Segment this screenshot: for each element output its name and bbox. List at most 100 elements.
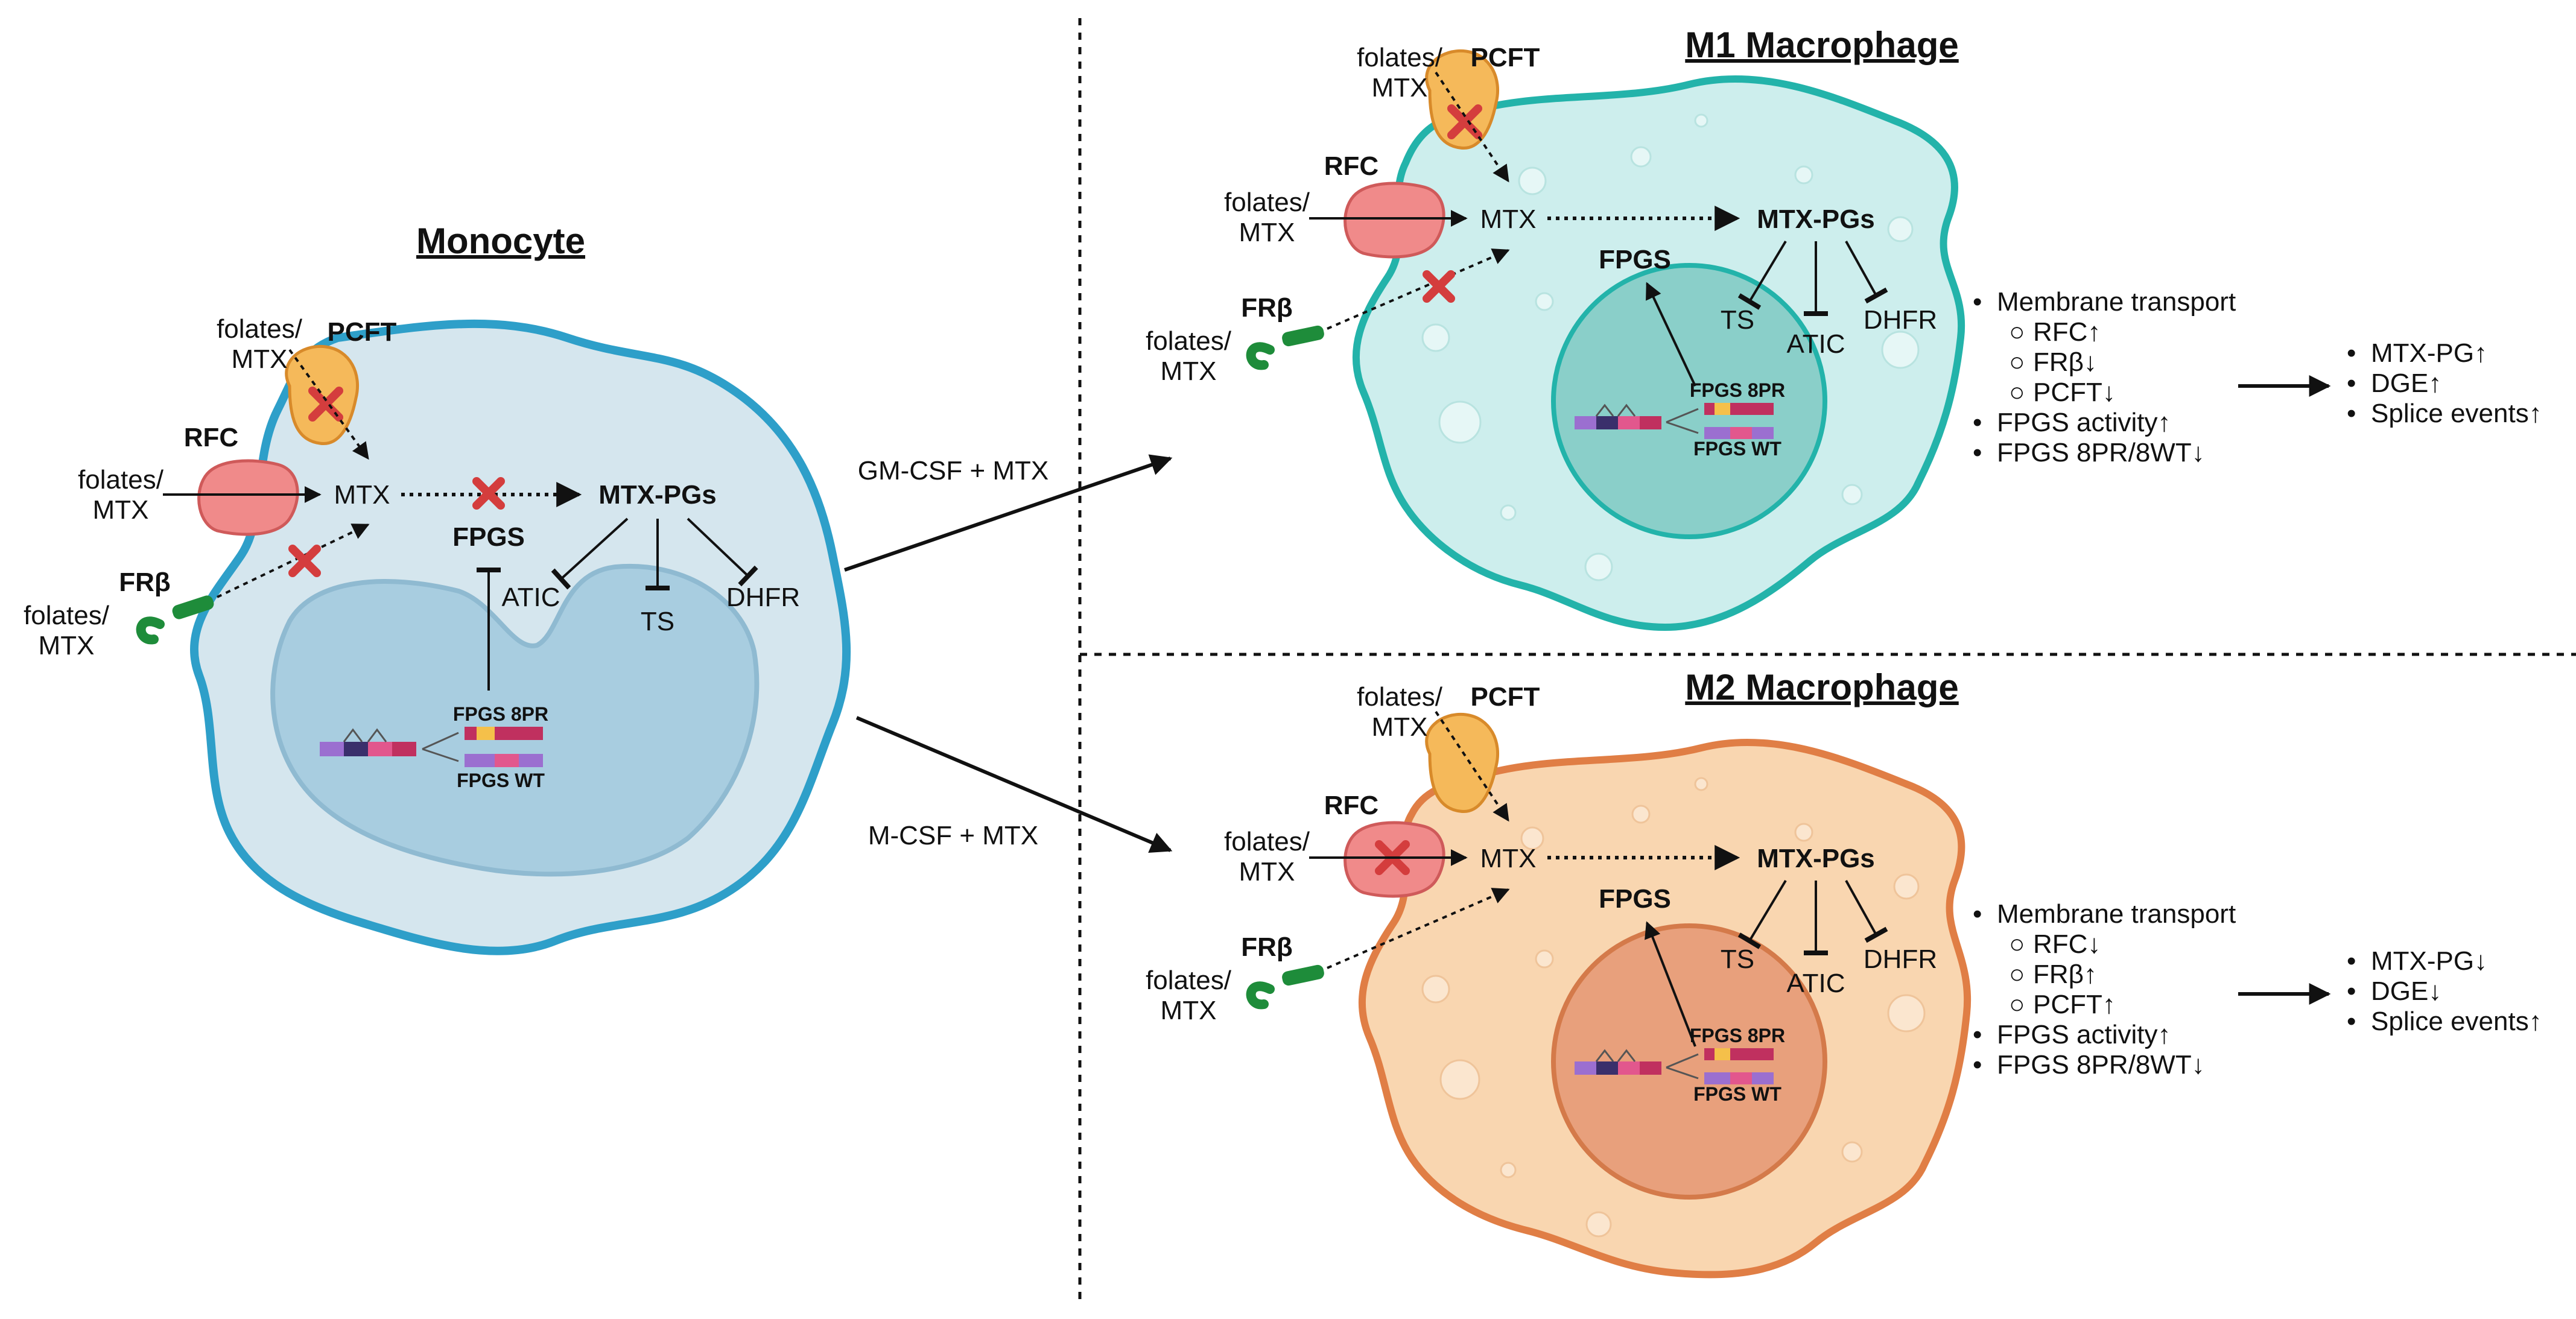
fpgs-8pr-label: FPGS 8PR xyxy=(1690,1025,1785,1046)
fr-beta-influx-arrow xyxy=(217,523,370,598)
mtx-label: MTX xyxy=(1161,996,1217,1025)
m2-summary-list: •Membrane transport○RFC↓○FRβ↑○PCFT↑•FPGS… xyxy=(1973,899,2236,1080)
dhfr-label: DHFR xyxy=(1864,305,1937,335)
ts-inhibition xyxy=(1737,240,1787,310)
fr-beta-influx-arrow xyxy=(1327,248,1510,330)
mtx-label: MTX xyxy=(1372,712,1428,742)
summary-bullet-item: FPGS 8PR/8WT↓ xyxy=(1997,1050,2205,1080)
gm-csf-arrow xyxy=(844,454,1173,572)
gene-exon-icon xyxy=(1575,403,1774,439)
monocyte-title: Monocyte xyxy=(416,221,585,261)
pcft-label: PCFT xyxy=(1471,682,1540,712)
mtx-label: MTX xyxy=(1161,356,1217,386)
summary-bullet-item: RFC↓ xyxy=(2033,929,2101,959)
summary-bullet-item: RFC↑ xyxy=(2033,317,2101,347)
m-csf-arrow xyxy=(855,716,1173,853)
bullet-icon: • xyxy=(1973,1020,1982,1049)
pcft-influx-arrow xyxy=(288,349,369,460)
gene-exon-icon xyxy=(320,727,543,767)
inhibition-x-icon xyxy=(288,545,321,577)
outcome-bullet-item: DGE↑ xyxy=(2371,368,2441,398)
m1-pcft-transporter xyxy=(1425,49,1500,150)
monocyte-fr-beta-receptor xyxy=(136,595,214,645)
ts-label: TS xyxy=(641,607,674,636)
m1-rfc-transporter xyxy=(1344,182,1445,259)
fpgs-wt-label: FPGS WT xyxy=(457,770,545,791)
folates-label: folates/ xyxy=(1224,827,1310,856)
outcome-bullet-item: MTX-PG↓ xyxy=(2371,946,2487,976)
bullet-icon: • xyxy=(2347,338,2356,368)
summary-bullet-item: PCFT↑ xyxy=(2033,990,2116,1019)
bullet-icon: • xyxy=(1973,1050,1982,1080)
transporter-rfc-icon xyxy=(1344,182,1445,259)
pcft-label: PCFT xyxy=(1471,43,1540,72)
atic-label: ATIC xyxy=(502,583,560,612)
rfc-label: RFC xyxy=(184,423,238,452)
mtx-label: MTX xyxy=(39,631,95,660)
rfc-label: RFC xyxy=(1324,151,1378,181)
sub-bullet-icon: ○ xyxy=(2009,990,2025,1019)
pcft-label: PCFT xyxy=(328,317,397,347)
monocyte-rfc-transporter xyxy=(197,459,299,536)
fpgs-8pr-label: FPGS 8PR xyxy=(1690,379,1785,401)
dhfr-inhibition xyxy=(1845,241,1888,304)
transporter-rfc-icon xyxy=(197,459,299,536)
bullet-icon: • xyxy=(1973,287,1982,317)
atic-label: ATIC xyxy=(1787,329,1845,359)
sub-bullet-icon: ○ xyxy=(2009,347,2025,377)
m1-summary-list: •Membrane transport○RFC↑○FRβ↓○PCFT↓•FPGS… xyxy=(1973,287,2236,467)
folates-label: folates/ xyxy=(1357,682,1443,712)
bullet-icon: • xyxy=(1973,408,1982,437)
m2-fr-beta-receptor xyxy=(1246,964,1324,1010)
m1-outcome-list: •MTX-PG↑•DGE↑•Splice events↑ xyxy=(2347,338,2542,428)
bullet-icon: • xyxy=(1973,899,1982,929)
outcome-bullet-item: Splice events↑ xyxy=(2371,399,2542,428)
fpgs-wt-label: FPGS WT xyxy=(1693,1083,1781,1105)
ts-label: TS xyxy=(1721,305,1754,335)
m1-fr-beta-receptor xyxy=(1246,325,1324,370)
mtx-label: MTX xyxy=(93,495,149,525)
rfc-label: RFC xyxy=(1324,791,1378,820)
bullet-icon: • xyxy=(1973,438,1982,467)
transporter-pcft-icon xyxy=(1425,712,1500,814)
mtx-node: MTX xyxy=(1480,204,1537,234)
m2-pcft-transporter xyxy=(1425,712,1500,814)
mtx-node: MTX xyxy=(1480,844,1537,873)
summary-bullet-item: FRβ↓ xyxy=(2033,347,2097,377)
bullet-icon: • xyxy=(2347,368,2356,398)
inhibition-x-icon xyxy=(472,477,505,510)
mtx-label: MTX xyxy=(1372,73,1428,103)
summary-bullet-item: Membrane transport xyxy=(1997,899,2236,929)
bullet-icon: • xyxy=(2347,946,2356,976)
bullet-icon: • xyxy=(2347,399,2356,428)
m2-rfc-transporter xyxy=(1344,821,1445,898)
folates-label: folates/ xyxy=(1357,43,1443,72)
mtx-node: MTX xyxy=(334,480,390,510)
folates-label: folates/ xyxy=(1146,326,1232,356)
outcome-bullet-item: DGE↓ xyxy=(2371,976,2441,1006)
folates-label: folates/ xyxy=(1224,188,1310,217)
summary-bullet-item: FPGS 8PR/8WT↓ xyxy=(1997,438,2205,467)
m2-panel: M2 Macrophage folates/ MTX PCFT RFC fola… xyxy=(1146,667,2542,1279)
m1-title: M1 Macrophage xyxy=(1685,25,1958,65)
sub-bullet-icon: ○ xyxy=(2009,929,2025,959)
cytoplasm-vesicles xyxy=(1421,113,1920,581)
fr-beta-label: FRβ xyxy=(119,568,171,597)
summary-bullet-item: FPGS activity↑ xyxy=(1997,408,2171,437)
inhibition-x-icon xyxy=(1423,270,1455,303)
receptor-fr-beta-icon xyxy=(136,616,165,645)
fpgs-wt-label: FPGS WT xyxy=(1693,438,1781,460)
bullet-icon: • xyxy=(2347,976,2356,1006)
sub-bullet-icon: ○ xyxy=(2009,960,2025,989)
atic-label: ATIC xyxy=(1787,969,1845,998)
summary-bullet-item: PCFT↓ xyxy=(2033,378,2116,407)
fpgs-label: FPGS xyxy=(1599,245,1671,274)
folates-label: folates/ xyxy=(1146,966,1232,995)
bullet-icon: • xyxy=(2347,1007,2356,1036)
fr-beta-label: FRβ xyxy=(1241,932,1293,962)
fpgs-expression-arrow xyxy=(1646,282,1696,387)
mtx-pgs-node: MTX-PGs xyxy=(598,480,717,510)
folates-label: folates/ xyxy=(217,314,303,344)
